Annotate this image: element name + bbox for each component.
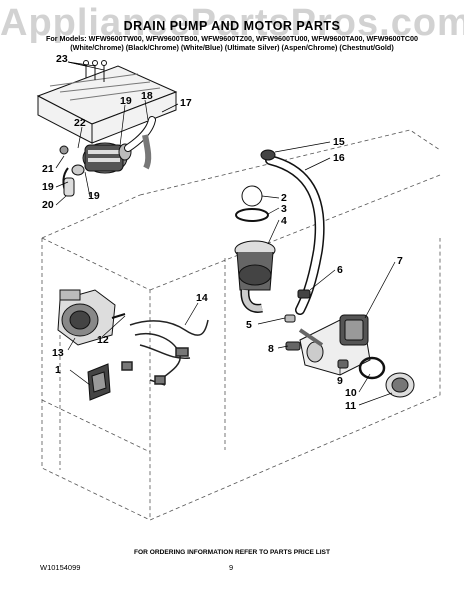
callout-10: 10 [345,387,357,399]
filter-ball [235,185,269,222]
leader-lines [55,61,396,406]
callout-3: 3 [281,203,287,215]
callout-15: 15 [333,136,345,148]
screws [83,60,107,82]
page-title: DRAIN PUMP AND MOTOR PARTS [123,19,341,33]
drain-pump [298,314,371,376]
motor [57,289,126,346]
callout-21: 21 [42,163,54,175]
watermark: AppliancePartsPros.com [0,2,464,44]
callout-22: 20 [42,199,54,211]
callout-19-upper: 19 [120,95,132,107]
callout-5: 5 [246,319,252,331]
callout-20: 22 [74,117,86,129]
control-board [87,363,111,401]
callout-9: 9 [337,375,343,387]
sump-bellows [234,240,276,313]
sensor-parts [285,341,349,369]
circulation-pump [59,142,132,197]
filter-cap [358,356,415,398]
hose [124,116,156,170]
callout-19-lower: 19 [42,181,54,193]
callout-1: 1 [55,364,61,376]
callout-14: 14 [196,292,208,304]
callout-23: 23 [56,53,68,65]
callout-12: 12 [97,334,109,346]
callout-4: 4 [281,215,287,227]
callout-19-mid: 19 [88,190,100,202]
ordering-note: FOR ORDERING INFORMATION REFER TO PARTS … [134,549,330,556]
callout-17: 17 [180,97,192,109]
mounting-bracket-assembly [36,65,178,144]
document-number: W10154099 [40,563,81,572]
callout-18: 18 [141,90,153,102]
callout-11: 11 [345,400,356,412]
small-clamps [284,289,311,323]
callout-8: 8 [268,343,274,355]
variants-line: (White/Chrome) (Black/Chrome) (White/Blu… [70,43,394,52]
callout-7: 7 [397,255,403,267]
callout-2: 2 [281,192,287,204]
models-line: For Models: WFW9600TW00, WFW9600TB00, WF… [45,34,419,43]
page-number: 9 [229,563,234,572]
cabinet-outline [41,129,441,521]
callouts: 23 17 18 19 22 21 19 20 19 15 16 2 3 4 6… [42,53,403,412]
callout-13: 13 [52,347,64,359]
callout-16: 16 [333,152,345,164]
wire-harness [121,319,209,386]
callout-6: 6 [337,264,343,276]
